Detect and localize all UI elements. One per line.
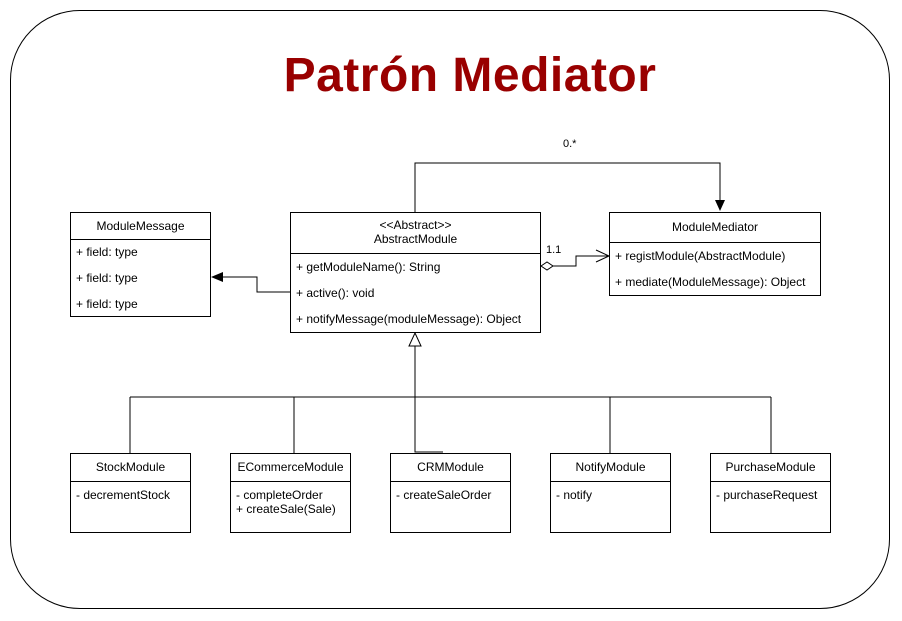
message-dependency-line [212,276,290,293]
method-row: + getModuleName(): String [296,260,441,274]
member-row: - completeOrder [236,488,323,502]
method-row: + active(): void [296,286,375,300]
method-row: + mediate(ModuleMessage): Object [615,275,806,289]
class-name: NotifyModule [551,454,670,482]
class-module-message[interactable]: ModuleMessage + field: type + field: typ… [70,212,211,317]
class-notify-module[interactable]: NotifyModule - notify [550,453,671,533]
class-name: AbstractModule [373,232,458,246]
association-arrowhead [715,200,725,211]
class-name: ECommerceModule [231,454,350,482]
diagram-title: Patrón Mediator [283,49,657,102]
class-stock-module[interactable]: StockModule - decrementStock [70,453,191,533]
member-row: - notify [556,488,593,502]
attribute-row: + field: type [76,297,138,311]
class-name: ModuleMessage [71,213,210,240]
member-row: - purchaseRequest [716,488,818,502]
class-abstract-module[interactable]: <<Abstract>> AbstractModule + getModuleN… [290,212,541,333]
class-name: PurchaseModule [711,454,830,482]
class-name: StockModule [71,454,190,482]
class-name: CRMModule [391,454,510,482]
multiplicity-label-assoc: 1.1 [546,244,562,256]
method-row: + registModule(AbstractModule) [615,249,786,263]
member-row: + createSale(Sale) [236,502,336,516]
class-module-mediator[interactable]: ModuleMediator + registModule(AbstractMo… [609,212,821,296]
multiplicity-label-top: 0.* [563,138,577,150]
inheritance-branch-crm [414,397,443,453]
method-row: + notifyMessage(moduleMessage): Object [296,312,522,326]
attribute-row: + field: type [76,271,138,285]
mediator-top-association [414,162,721,212]
class-name: ModuleMediator [610,213,820,243]
class-ecommerce-module[interactable]: ECommerceModule - completeOrder + create… [230,453,351,533]
aggregation-diamond [540,261,554,271]
diagram-frame [10,10,890,609]
class-purchase-module[interactable]: PurchaseModule - purchaseRequest [710,453,831,533]
attribute-row: + field: type [76,245,138,259]
inheritance-triangle [408,331,422,347]
dependency-arrowhead [211,272,223,282]
class-header: <<Abstract>> AbstractModule [291,213,540,254]
member-row: - decrementStock [76,488,171,502]
aggregation-line [553,255,608,267]
member-row: - createSaleOrder [396,488,492,502]
class-crm-module[interactable]: CRMModule - createSaleOrder [390,453,511,533]
class-stereotype: <<Abstract>> [379,218,452,232]
